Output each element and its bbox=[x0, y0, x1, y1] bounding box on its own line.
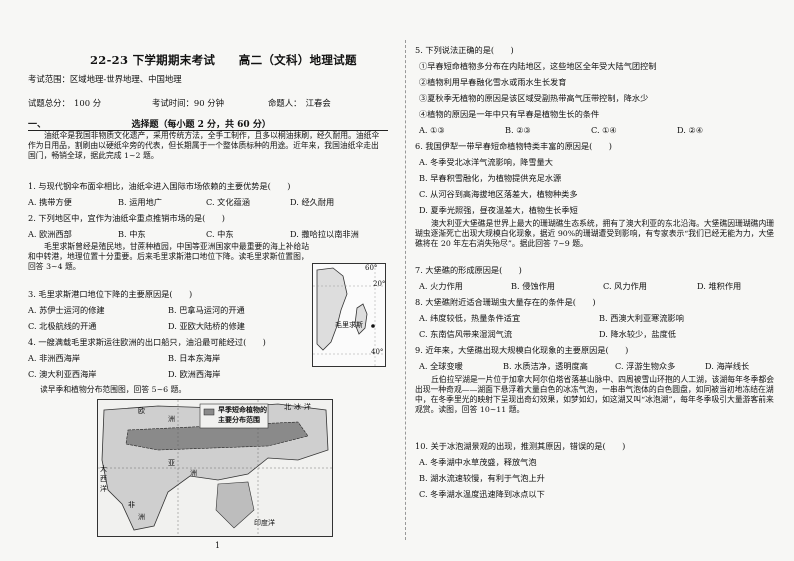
map-label-arctic-3: 洋 bbox=[304, 403, 311, 411]
q8-option-c[interactable]: C. 东南信风带来湿润气流 bbox=[419, 329, 513, 339]
column-divider bbox=[405, 40, 406, 540]
map-label-lon60: 60° bbox=[365, 264, 378, 272]
map-label-atlantic-1: 大 bbox=[100, 465, 107, 473]
exam-time: 考试时间：90 分钟 bbox=[152, 98, 224, 108]
question-4: 4. 一艘满载毛里求斯运往欧洲的出口船只，油沿最可能经过( ) bbox=[28, 337, 266, 347]
passage-great-barrier-reef: 澳大利亚大堡礁是世界上最大的珊瑚礁生态系统，拥有了澳大利亚的东北沿海。大堡礁因珊… bbox=[415, 219, 775, 248]
ephemeral-map-drawing bbox=[98, 400, 332, 536]
question-6: 6. 我国伊犁一带早春短命植物特类丰富的原因是( ) bbox=[415, 141, 612, 151]
map-legend-title-1: 早季短命植物的 bbox=[218, 405, 267, 414]
q5-statement-2: ②植物利用早春融化雪水或雨水生长发育 bbox=[419, 77, 567, 87]
passage-bubble-lake: 丘伯拉罕湖是一片位于加拿大阿尔伯塔省落基山脉中、四周被雪山环抱的人工湖，该湖每年… bbox=[415, 375, 775, 414]
question-3: 3. 毛里求斯港口地位下降的主要原因是( ) bbox=[28, 289, 193, 299]
q4-option-a[interactable]: A. 非洲西海岸 bbox=[28, 353, 81, 363]
q4-option-c[interactable]: C. 澳大利亚西海岸 bbox=[28, 369, 97, 379]
exam-scope: 考试范围：区域地理-世界地理、中国地理 bbox=[28, 74, 182, 84]
q10-option-a[interactable]: A. 冬季湖中水草茂盛，释放气泡 bbox=[419, 457, 537, 467]
map-label-africa-1: 非 bbox=[128, 501, 135, 509]
exam-score: 试题总分： 100 分 bbox=[28, 98, 102, 108]
q9-option-d[interactable]: D. 海岸线长 bbox=[705, 361, 750, 371]
q3-option-b[interactable]: B. 巴拿马运河的开通 bbox=[168, 305, 245, 315]
mauritius-map-drawing bbox=[313, 264, 385, 366]
q2-option-c[interactable]: C. 中东 bbox=[206, 229, 234, 239]
question-9: 9. 近年来，大堡礁出现大规模白化现象的主要原因是( ) bbox=[415, 345, 629, 355]
question-7: 7. 大堡礁的形成原因是( ) bbox=[415, 265, 522, 275]
map-label-mauritius: 毛里求斯 bbox=[335, 321, 363, 329]
section-heading: 一、 选择题（每小题 2 分，共 60 分） bbox=[28, 120, 271, 130]
q1-option-a[interactable]: A. 携带方便 bbox=[28, 197, 72, 207]
q1-option-b[interactable]: B. 运用地广 bbox=[118, 197, 162, 207]
q4-option-b[interactable]: B. 日本东海岸 bbox=[168, 353, 221, 363]
question-8: 8. 大堡礁附近适合珊瑚虫大量存在的条件是( ) bbox=[415, 297, 596, 307]
q3-option-a[interactable]: A. 苏伊士运河的修建 bbox=[28, 305, 105, 315]
q1-option-d[interactable]: D. 经久耐用 bbox=[290, 197, 335, 207]
q8-option-a[interactable]: A. 纬度较低，热量条件适宜 bbox=[419, 313, 521, 323]
map-label-europe-2: 洲 bbox=[168, 415, 175, 423]
q7-option-b[interactable]: B. 侵蚀作用 bbox=[511, 281, 555, 291]
map-label-lat40: 40° bbox=[371, 348, 384, 356]
map-label-arctic-2: 冰 bbox=[294, 403, 301, 411]
q1-option-c[interactable]: C. 文化蕴涵 bbox=[206, 197, 250, 207]
q3-option-d[interactable]: D. 亚欧大陆桥的修建 bbox=[168, 321, 245, 331]
q6-option-b[interactable]: B. 早春积雪融化，为植物提供充足水源 bbox=[419, 173, 562, 183]
q9-option-a[interactable]: A. 全球变暖 bbox=[419, 361, 463, 371]
q8-option-b[interactable]: B. 西澳大利亚寒流影响 bbox=[599, 313, 684, 323]
q5-statement-4: ④植物的原因是一年中只有早春是植物生长的条件 bbox=[419, 109, 600, 119]
ephemeral-plants-map: 欧 洲 亚 洲 非 洲 北 冰 洋 早季短命植物的 主要分布范围 印度洋 大 西… bbox=[97, 399, 333, 537]
q3-option-c[interactable]: C. 北极航线的开通 bbox=[28, 321, 97, 331]
map-legend-title-2: 主要分布范围 bbox=[218, 415, 260, 424]
map-label-asia-2: 洲 bbox=[190, 469, 197, 477]
passage-umbrella: 油纸伞是我国非物质文化遗产，采用传统方法，全手工制作，且多以桐油抹刷，经久耐用。… bbox=[28, 131, 380, 160]
map-label-asia-1: 亚 bbox=[168, 459, 175, 467]
q8-option-d[interactable]: D. 降水较少，盐度低 bbox=[599, 329, 676, 339]
q5-option-b[interactable]: B. ②③ bbox=[505, 125, 531, 135]
map-label-europe-1: 欧 bbox=[138, 407, 145, 415]
question-10: 10. 关于冰泡湖景观的出现，推测其原因，错误的是( ) bbox=[415, 441, 626, 451]
q6-option-a[interactable]: A. 冬季受北冰洋气流影响，降雪量大 bbox=[419, 157, 553, 167]
q5-option-c[interactable]: C. ①④ bbox=[591, 125, 617, 135]
q5-option-d[interactable]: D. ②④ bbox=[677, 125, 704, 135]
mauritius-map: 毛里求斯 20° 40° 60° bbox=[312, 263, 386, 367]
q2-option-a[interactable]: A. 欧洲西部 bbox=[28, 229, 72, 239]
q6-option-c[interactable]: C. 从河谷到高海拔地区落差大，植物种类多 bbox=[419, 189, 578, 199]
question-1: 1. 与现代钢伞布面伞相比，油纸伞进入国际市场依赖的主要优势是( ) bbox=[28, 181, 291, 191]
q5-statement-1: ①早春短命植物多分布在内陆地区，这些地区全年受大陆气团控制 bbox=[419, 61, 657, 71]
map-label-atlantic-3: 洋 bbox=[100, 485, 107, 493]
map-label-atlantic-2: 西 bbox=[100, 475, 107, 483]
map-label-indian-ocean: 印度洋 bbox=[254, 519, 275, 527]
question-5: 5. 下列说法正确的是( ) bbox=[415, 45, 514, 55]
divider bbox=[28, 130, 388, 131]
question-2: 2. 下列地区中，宜作为油纸伞重点推销市场的是( ) bbox=[28, 213, 225, 223]
q2-option-b[interactable]: B. 中东 bbox=[118, 229, 146, 239]
q7-option-d[interactable]: D. 堆积作用 bbox=[697, 281, 742, 291]
q6-option-d[interactable]: D. 夏季光照强，昼夜温差大，植物生长季短 bbox=[419, 205, 578, 215]
q9-option-c[interactable]: C. 浮游生物众多 bbox=[615, 361, 676, 371]
map-label-africa-2: 洲 bbox=[138, 513, 145, 521]
page-number: 1 bbox=[215, 541, 221, 550]
map-label-arctic-1: 北 bbox=[284, 403, 291, 411]
passage-mauritius: 毛里求斯曾经是殖民地，甘蔗种植园，中国等亚洲国家中最重要的海上补给站和中转港，地… bbox=[28, 242, 310, 271]
q7-option-a[interactable]: A. 火力作用 bbox=[419, 281, 463, 291]
q2-option-d[interactable]: D. 撒哈拉以南非洲 bbox=[290, 229, 359, 239]
q10-option-c[interactable]: C. 冬季湖水温度迅速降到冰点以下 bbox=[419, 489, 545, 499]
q9-option-b[interactable]: B. 水质洁净，透明度高 bbox=[503, 361, 588, 371]
map-label-lat20: 20° bbox=[373, 280, 386, 288]
q7-option-c[interactable]: C. 风力作用 bbox=[603, 281, 647, 291]
exam-author: 命题人： 江春会 bbox=[268, 98, 331, 108]
q5-option-a[interactable]: A. ①③ bbox=[419, 125, 445, 135]
exam-title: 22-23 下学期期末考试 高二（文科）地理试题 bbox=[90, 53, 357, 67]
q10-option-b[interactable]: B. 湖水流速较慢，有利于气泡上升 bbox=[419, 473, 545, 483]
passage-map-intro: 读早季和植物分布范围图，回答 5~6 题。 bbox=[40, 385, 187, 394]
q4-option-d[interactable]: D. 欧洲西海岸 bbox=[168, 369, 221, 379]
q5-statement-3: ③夏秋季无植物的原因是该区域受副热带高气压带控制，降水少 bbox=[419, 93, 649, 103]
